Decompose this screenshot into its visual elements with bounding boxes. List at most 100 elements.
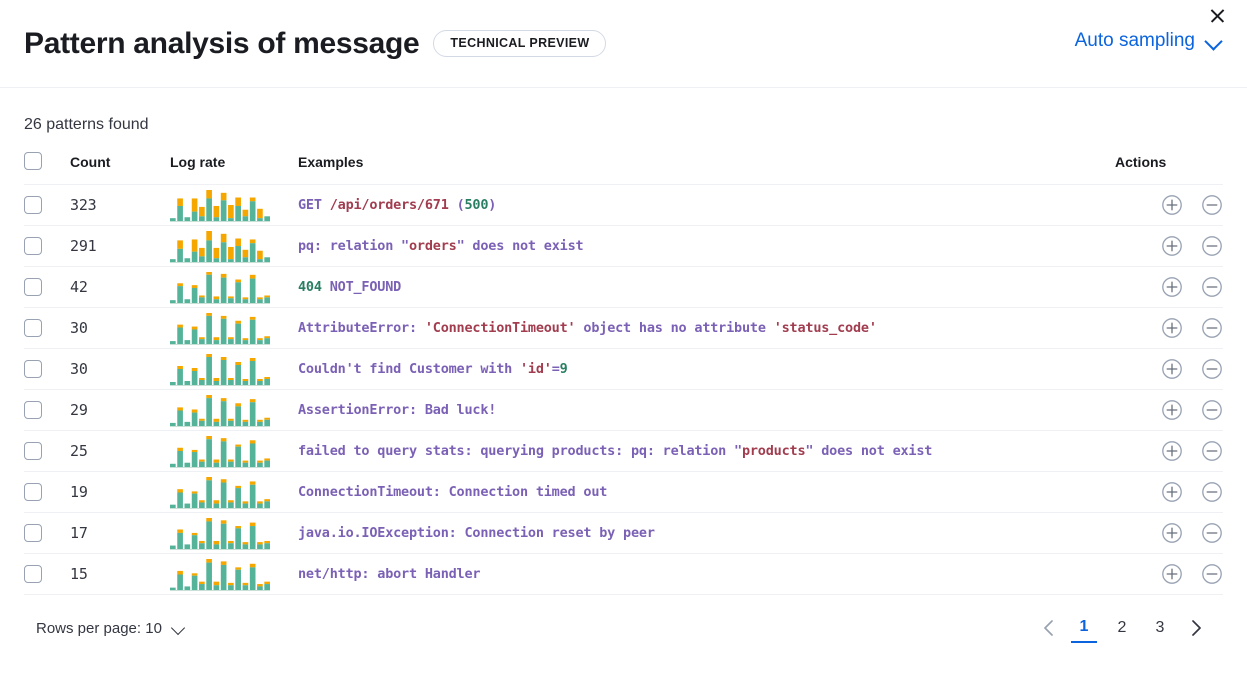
table-row[interactable]: 291 pq: relation "orders" does not exist — [24, 225, 1223, 267]
row-checkbox[interactable] — [24, 196, 42, 214]
plus-circle-icon[interactable] — [1161, 563, 1183, 585]
log-rate-sparkline — [170, 313, 270, 345]
row-checkbox[interactable] — [24, 442, 42, 460]
minus-circle-icon[interactable] — [1201, 358, 1223, 380]
row-checkbox[interactable] — [24, 524, 42, 542]
example-text: ConnectionTimeout: Connection timed out — [298, 484, 607, 500]
actions-cell — [1115, 553, 1223, 595]
example-text: GET /api/orders/671 (500) — [298, 197, 496, 213]
row-checkbox[interactable] — [24, 483, 42, 501]
log-rate-cell — [170, 512, 298, 554]
actions-cell — [1115, 225, 1223, 267]
example-cell: Couldn't find Customer with 'id'=9 — [298, 348, 1115, 390]
page-button-1[interactable]: 1 — [1071, 613, 1097, 643]
row-select-cell — [24, 471, 70, 513]
plus-circle-icon[interactable] — [1161, 194, 1183, 216]
example-token-base: " does not exist — [805, 443, 933, 459]
table-row[interactable]: 323 GET /api/orders/671 (500) — [24, 184, 1223, 226]
table-header: Count Log rate Examples Actions — [24, 152, 1223, 185]
minus-circle-icon[interactable] — [1201, 194, 1223, 216]
minus-circle-icon[interactable] — [1201, 235, 1223, 257]
example-cell: pq: relation "orders" does not exist — [298, 225, 1115, 267]
plus-circle-icon[interactable] — [1161, 481, 1183, 503]
example-cell: 404 NOT_FOUND — [298, 266, 1115, 308]
minus-circle-icon[interactable] — [1201, 563, 1223, 585]
log-rate-sparkline — [170, 559, 270, 591]
example-token-base: = — [551, 361, 560, 377]
count-cell: 29 — [70, 389, 170, 431]
row-checkbox[interactable] — [24, 565, 42, 583]
chevron-left-icon[interactable] — [1033, 613, 1063, 643]
select-all-checkbox[interactable] — [24, 152, 42, 170]
plus-circle-icon[interactable] — [1161, 399, 1183, 421]
row-select-cell — [24, 225, 70, 267]
row-select-cell — [24, 266, 70, 308]
flyout-body: 26 patterns found Count Log rate Example… — [0, 88, 1247, 643]
log-rate-cell — [170, 348, 298, 390]
example-text: AssertionError: Bad luck! — [298, 402, 496, 418]
log-rate-sparkline — [170, 518, 270, 550]
minus-circle-icon[interactable] — [1201, 399, 1223, 421]
flyout-header: Pattern analysis of message TECHNICAL PR… — [0, 0, 1247, 88]
count-cell: 323 — [70, 184, 170, 226]
examples-header[interactable]: Examples — [298, 152, 1115, 185]
rows-per-page-label: Rows per page: 10 — [36, 619, 162, 637]
page-title: Pattern analysis of message — [24, 26, 420, 60]
row-checkbox[interactable] — [24, 401, 42, 419]
minus-circle-icon[interactable] — [1201, 317, 1223, 339]
patterns-table: Count Log rate Examples Actions 323 GET /… — [24, 152, 1223, 595]
example-token-base: GET — [298, 197, 330, 213]
rows-per-page-selector[interactable]: Rows per page: 10 — [36, 620, 187, 637]
example-text: 404 NOT_FOUND — [298, 279, 401, 295]
actions-cell — [1115, 430, 1223, 472]
plus-circle-icon[interactable] — [1161, 235, 1183, 257]
minus-circle-icon[interactable] — [1201, 440, 1223, 462]
example-token-num: 404 — [298, 279, 322, 295]
row-checkbox[interactable] — [24, 237, 42, 255]
page-button-3[interactable]: 3 — [1155, 619, 1165, 636]
count-cell: 42 — [70, 266, 170, 308]
plus-circle-icon[interactable] — [1161, 317, 1183, 339]
minus-circle-icon[interactable] — [1201, 481, 1223, 503]
example-token-base: NOT_FOUND — [321, 279, 402, 295]
row-select-cell — [24, 553, 70, 595]
row-select-cell — [24, 512, 70, 554]
row-select-cell — [24, 307, 70, 349]
example-token-var: 'id' — [519, 361, 552, 377]
actions-cell — [1115, 184, 1223, 226]
example-text: failed to query stats: querying products… — [298, 443, 932, 459]
row-checkbox[interactable] — [24, 360, 42, 378]
example-text: pq: relation "orders" does not exist — [298, 238, 584, 254]
page-button-2[interactable]: 2 — [1117, 619, 1127, 636]
table-row[interactable]: 29 AssertionError: Bad luck! — [24, 389, 1223, 431]
example-token-var: 'ConnectionTimeout' — [424, 320, 576, 336]
table-footer: Rows per page: 10 1 2 3 — [24, 595, 1223, 643]
plus-circle-icon[interactable] — [1161, 440, 1183, 462]
plus-circle-icon[interactable] — [1161, 358, 1183, 380]
log-rate-header[interactable]: Log rate — [170, 152, 298, 185]
row-checkbox[interactable] — [24, 278, 42, 296]
table-row[interactable]: 42 404 NOT_FOUND — [24, 266, 1223, 308]
log-rate-sparkline — [170, 190, 270, 222]
count-cell: 291 — [70, 225, 170, 267]
row-checkbox[interactable] — [24, 319, 42, 337]
chevron-right-icon[interactable] — [1181, 613, 1211, 643]
pagination: 1 2 3 — [1033, 613, 1211, 643]
minus-circle-icon[interactable] — [1201, 276, 1223, 298]
minus-circle-icon[interactable] — [1201, 522, 1223, 544]
example-text: Couldn't find Customer with 'id'=9 — [298, 361, 568, 377]
plus-circle-icon[interactable] — [1161, 522, 1183, 544]
count-header[interactable]: Count — [70, 152, 170, 185]
log-rate-cell — [170, 225, 298, 267]
actions-cell — [1115, 389, 1223, 431]
close-icon[interactable] — [1203, 2, 1231, 30]
count-cell: 30 — [70, 307, 170, 349]
plus-circle-icon[interactable] — [1161, 276, 1183, 298]
auto-sampling-selector[interactable]: Auto sampling — [1075, 30, 1223, 52]
